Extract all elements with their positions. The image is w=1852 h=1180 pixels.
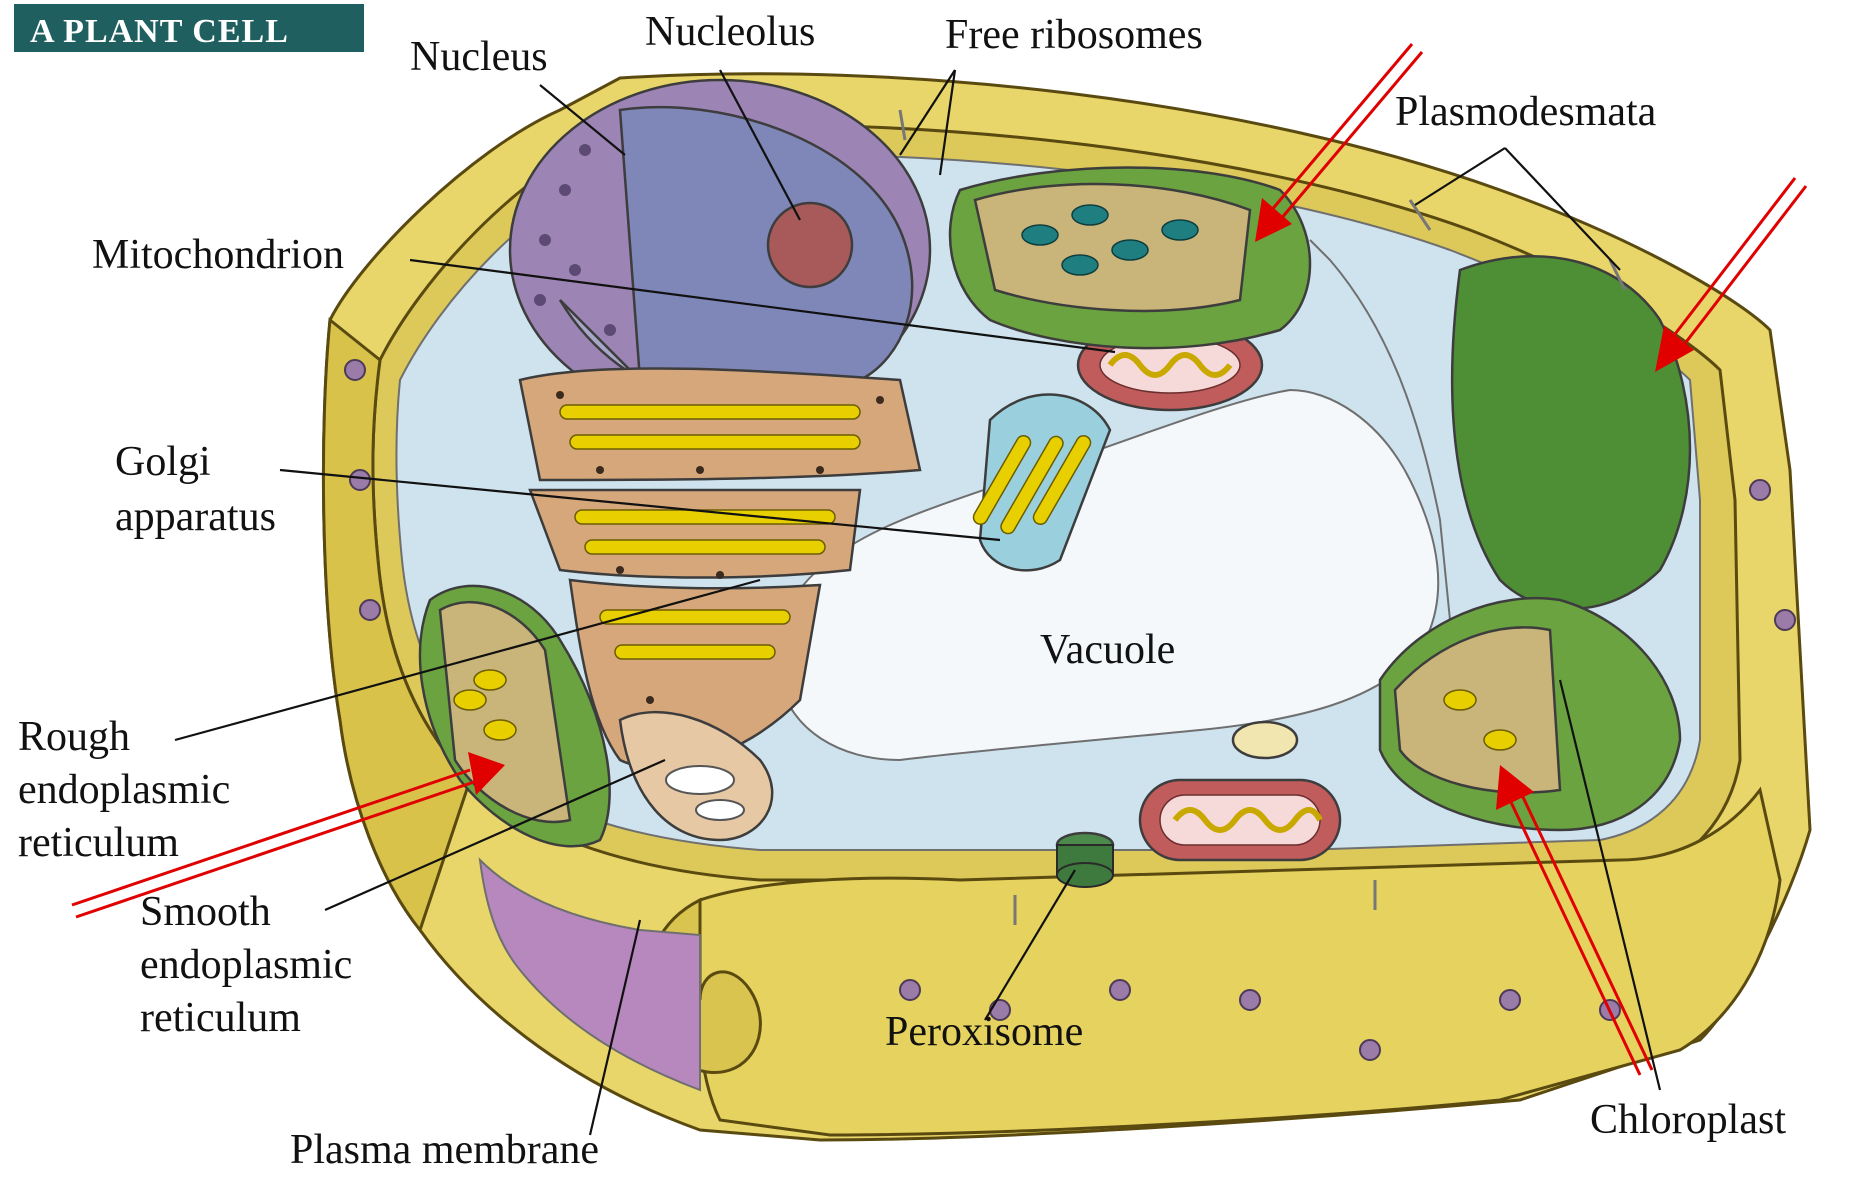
nucleolus: [768, 203, 852, 287]
peroxisome: [1057, 833, 1113, 887]
label-rough-er-line3: reticulum: [18, 820, 179, 866]
label-smooth-er-line1: Smooth: [140, 889, 271, 935]
title-box: A PLANT CELL: [14, 4, 364, 52]
label-nucleus: Nucleus: [410, 34, 548, 80]
label-chloroplast: Chloroplast: [1590, 1097, 1786, 1143]
mitochondrion-small: [1233, 722, 1297, 758]
mitochondrion-lower: [1140, 780, 1340, 860]
label-smooth-er-line3: reticulum: [140, 995, 301, 1041]
label-smooth-er-line2: endoplasmic: [140, 942, 352, 988]
label-nucleolus: Nucleolus: [645, 9, 815, 55]
diagram-title: A PLANT CELL: [30, 13, 289, 50]
label-vacuole: Vacuole: [1040, 627, 1175, 673]
label-mitochondrion: Mitochondrion: [92, 232, 344, 278]
label-peroxisome: Peroxisome: [885, 1009, 1083, 1055]
label-plasmodesmata: Plasmodesmata: [1395, 89, 1657, 135]
label-rough-er-line2: endoplasmic: [18, 767, 230, 813]
label-rough-er-line1: Rough: [18, 714, 130, 760]
chloroplast-top: [950, 168, 1310, 349]
label-free-ribosomes: Free ribosomes: [945, 12, 1203, 58]
label-golgi-line2: apparatus: [115, 494, 276, 540]
label-golgi-line1: Golgi: [115, 439, 211, 485]
label-plasma-membrane: Plasma membrane: [290, 1127, 599, 1173]
